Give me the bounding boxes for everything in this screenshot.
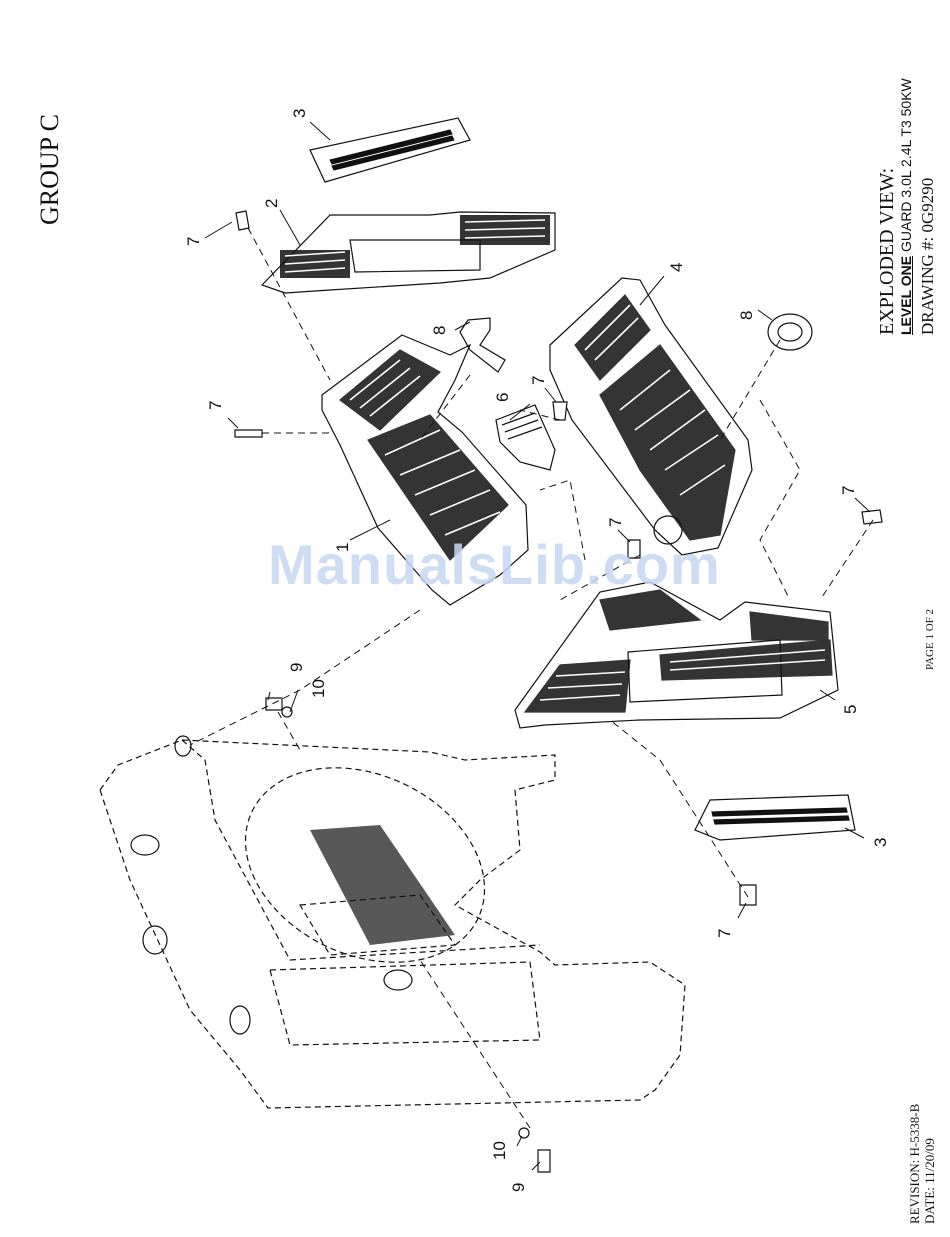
callout-9-top: 9 <box>287 663 306 672</box>
callout-7-bottom: 7 <box>715 929 734 938</box>
page-label: PAGE 1 OF 2 <box>924 609 936 670</box>
callout-2: 2 <box>262 199 281 208</box>
part-4-rear-grille <box>550 278 752 555</box>
watermark: ManualsLib.com <box>268 532 721 597</box>
part-3-top-plate <box>310 118 470 182</box>
callout-7-grille: 7 <box>206 401 225 410</box>
part-5-side-panel <box>515 582 838 728</box>
part-6-bracket <box>496 405 555 470</box>
callout-3-top: 3 <box>290 109 309 118</box>
radiator-core <box>310 825 455 945</box>
title-emphasis: LEVEL ONE <box>898 256 914 335</box>
callout-10-bottom: 10 <box>490 1141 509 1160</box>
callout-7-top: 7 <box>184 237 203 246</box>
revision-line: REVISION: H-5338-B <box>907 1104 923 1224</box>
title-rest: GUARD 3.0L 2.4L T3 50KW <box>898 78 914 256</box>
callout-8-ring: 8 <box>737 311 756 320</box>
part-2-side-panel <box>262 212 555 293</box>
group-heading: GROUP C <box>35 114 65 225</box>
part-3-bottom-plate <box>695 795 855 840</box>
drawing-number: DRAWING #: 0G9290 <box>918 178 938 335</box>
title-line-1: EXPLODED VIEW: <box>876 168 899 335</box>
date-line: DATE: 11/20/09 <box>922 1138 938 1224</box>
callout-3-bottom: 3 <box>871 838 890 847</box>
callout-10-top: 10 <box>309 679 328 698</box>
callout-8-hose: 8 <box>430 326 449 335</box>
dashed-leaders <box>190 228 873 1128</box>
part-8-ring <box>768 314 812 350</box>
callout-7-bracket: 7 <box>529 376 548 385</box>
part-8-hose <box>460 318 505 372</box>
callout-9-bottom: 9 <box>509 1183 528 1192</box>
callout-7-right: 7 <box>839 486 858 495</box>
title-line-2: LEVEL ONE GUARD 3.0L 2.4L T3 50KW <box>898 78 914 335</box>
callout-4: 4 <box>667 263 686 272</box>
callout-6: 6 <box>493 393 512 402</box>
callout-7-middle: 7 <box>606 518 625 527</box>
callout-5: 5 <box>841 705 860 714</box>
